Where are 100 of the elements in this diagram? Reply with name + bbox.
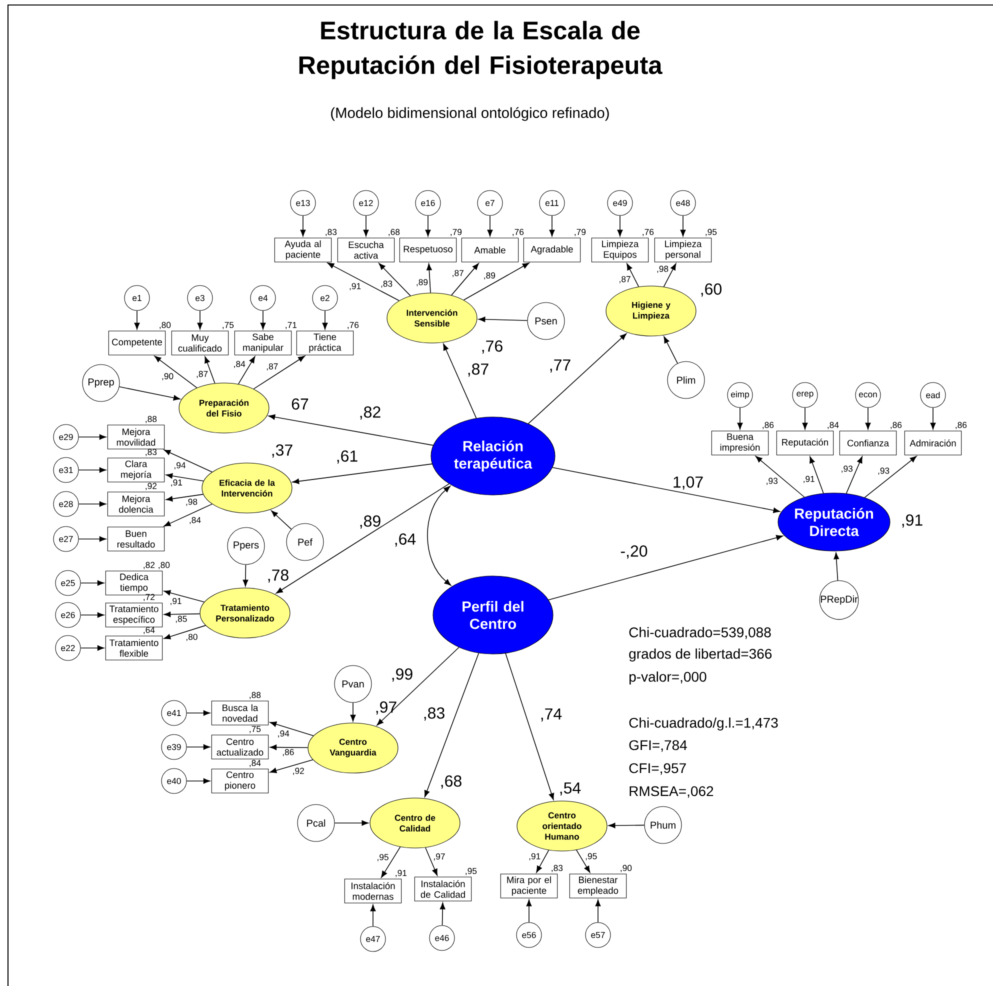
coefficient-label: ,92 bbox=[146, 482, 157, 490]
arrow bbox=[270, 744, 308, 750]
arrow bbox=[164, 450, 212, 472]
arrow bbox=[271, 510, 292, 530]
coefficient-label: ,91 bbox=[902, 514, 922, 528]
arrow bbox=[164, 590, 205, 602]
observed-variable-box: Admiración bbox=[904, 430, 962, 456]
edge-label: ,87 bbox=[620, 276, 630, 284]
arrow bbox=[164, 612, 200, 618]
edge-label: ,86 bbox=[282, 749, 294, 756]
edge-label: ,89 bbox=[416, 279, 428, 286]
arrow bbox=[166, 494, 204, 502]
arrow bbox=[549, 215, 555, 236]
observed-variable-box: Respetuoso bbox=[399, 238, 457, 262]
arrow bbox=[930, 407, 936, 430]
observed-variable-box: Mejora dolencia bbox=[107, 492, 165, 516]
edge-label: ,93 bbox=[842, 466, 853, 473]
arrow bbox=[376, 647, 460, 726]
arrow bbox=[552, 467, 780, 514]
arrow bbox=[443, 344, 477, 419]
arrow bbox=[270, 759, 314, 774]
observed-variable-box: Busca la novedad bbox=[211, 700, 269, 726]
edge-label: ,77 bbox=[550, 360, 570, 373]
arrow bbox=[381, 846, 401, 878]
coefficient-label: ,78 bbox=[268, 569, 288, 583]
coefficient-label: ,80 bbox=[158, 562, 170, 570]
arrow bbox=[846, 456, 862, 494]
arrow bbox=[268, 414, 434, 446]
fit-statistic: Chi-cuadrado/g.l.=1,473 bbox=[629, 718, 778, 731]
arrow bbox=[576, 850, 590, 873]
coefficient-label: ,91 bbox=[396, 870, 407, 878]
edge-label: ,98 bbox=[657, 266, 668, 273]
observed-variable-box: Centro actualizado bbox=[211, 734, 269, 760]
arrow bbox=[78, 467, 106, 473]
coefficient-label: ,95 bbox=[706, 228, 717, 236]
coefficient-label: ,86 bbox=[762, 422, 774, 430]
arrow bbox=[253, 356, 305, 390]
edge-label: ,80 bbox=[186, 634, 198, 641]
coefficient-label: ,79 bbox=[574, 228, 586, 236]
coefficient-label: ,79 bbox=[450, 228, 462, 236]
edge-label: ,97 bbox=[434, 853, 445, 861]
arrow bbox=[505, 653, 554, 800]
arrow bbox=[164, 504, 212, 526]
coefficient-label: ,37 bbox=[272, 444, 292, 458]
arrow bbox=[755, 456, 805, 498]
coefficient-label: ,60 bbox=[701, 283, 722, 297]
arrow bbox=[276, 483, 450, 594]
arrow bbox=[260, 310, 266, 330]
arrow bbox=[487, 215, 493, 236]
observed-variable-box: Tratamiento flexible bbox=[105, 636, 163, 660]
edge-label: ,91 bbox=[804, 476, 814, 484]
arrow bbox=[528, 333, 627, 424]
edge-label: -,20 bbox=[620, 545, 648, 559]
observed-variable-box: Buena impresión bbox=[711, 430, 769, 456]
observed-variable-box: Muy cualificado bbox=[171, 330, 229, 356]
edge-label: ,95 bbox=[586, 853, 597, 860]
observed-variable-box: Tiene práctica bbox=[296, 330, 354, 356]
arrow bbox=[363, 215, 369, 236]
edge-label: ,92 bbox=[293, 768, 304, 775]
edge-label: 1,07 bbox=[674, 476, 703, 490]
arrow bbox=[134, 310, 140, 330]
coefficient-label: ,68 bbox=[388, 228, 400, 236]
edge-label: ,83 bbox=[424, 707, 444, 721]
arrow bbox=[238, 356, 256, 384]
coefficient-label: ,84 bbox=[250, 760, 261, 768]
edge-label: ,87 bbox=[452, 270, 464, 278]
edge-label: ,87 bbox=[266, 363, 278, 370]
arrow bbox=[292, 464, 432, 484]
subtitle: (Modelo bidimensional ontológico refinado) bbox=[331, 107, 609, 121]
observed-variable-box: Agradable bbox=[523, 238, 581, 262]
edge-label: ,82 bbox=[360, 406, 380, 420]
coefficient-label: ,86 bbox=[956, 422, 967, 430]
arrow bbox=[548, 534, 783, 600]
arrow bbox=[378, 263, 411, 296]
coefficient-label: ,88 bbox=[250, 692, 261, 700]
arrow bbox=[300, 215, 306, 236]
arrow bbox=[608, 822, 645, 828]
edge-label: ,94 bbox=[278, 730, 290, 738]
edge-label: ,87 bbox=[196, 370, 208, 378]
fit-statistic: grados de libertad=366 bbox=[629, 648, 772, 662]
arrow bbox=[78, 536, 106, 542]
arrow bbox=[426, 264, 432, 294]
coefficient-label: ,76 bbox=[512, 228, 524, 236]
coefficient-label: ,86 bbox=[890, 422, 902, 430]
arrow bbox=[536, 850, 550, 873]
arrow bbox=[680, 215, 686, 236]
edge-label: ,91 bbox=[529, 853, 540, 860]
arrow bbox=[834, 552, 840, 581]
coefficient-label: ,64 bbox=[144, 626, 155, 634]
arrow bbox=[440, 902, 446, 926]
observed-variable-box: Bienestar empleado bbox=[569, 874, 627, 898]
edge-label: ,85 bbox=[176, 616, 187, 623]
arrow bbox=[166, 473, 204, 482]
coefficient-label: ,75 bbox=[250, 726, 261, 734]
edge-label: ,93 bbox=[766, 478, 778, 485]
observed-variable-box: Buen resultado bbox=[107, 526, 165, 552]
observed-variable-box: Limpieza personal bbox=[654, 238, 712, 262]
edge-label: ,98 bbox=[186, 498, 198, 506]
arrow bbox=[427, 486, 452, 586]
coefficient-label: ,88 bbox=[146, 416, 157, 424]
